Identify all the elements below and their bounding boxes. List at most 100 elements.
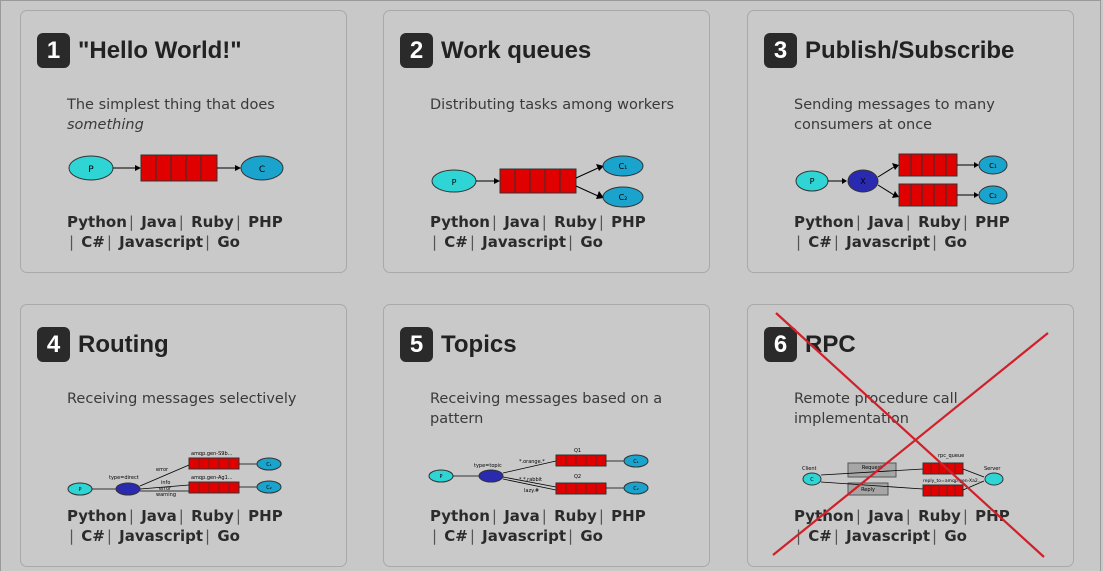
link-ruby[interactable]: Ruby [554, 213, 597, 231]
link-python[interactable]: Python [794, 507, 854, 525]
link-python[interactable]: Python [67, 213, 127, 231]
link-ruby[interactable]: Ruby [191, 507, 234, 525]
consumer-label: C₂ [989, 192, 997, 200]
queue-shape [140, 154, 218, 182]
tutorial-card-publish-subscribe[interactable]: 3 Publish/Subscribe Sending messages to … [747, 10, 1074, 273]
link-php[interactable]: PHP [611, 507, 646, 525]
link-java[interactable]: Java [141, 507, 177, 525]
queue-name-label: amqp.gen-S9b... [191, 451, 233, 457]
language-links: Python| Java| Ruby| PHP | C#| Javascript… [67, 213, 283, 251]
queue-shape [898, 183, 958, 207]
card-title[interactable]: 3 Publish/Subscribe [764, 33, 1014, 68]
link-java[interactable]: Java [141, 213, 177, 231]
link-javascript[interactable]: Javascript [482, 233, 567, 251]
exchange-node [115, 482, 141, 496]
link-ruby[interactable]: Ruby [191, 213, 234, 231]
server-node [984, 472, 1004, 486]
tutorial-description: Distributing tasks among workers [430, 97, 675, 113]
link-go[interactable]: Go [580, 527, 603, 545]
link-javascript[interactable]: Javascript [119, 527, 204, 545]
link-php[interactable]: PHP [975, 507, 1010, 525]
language-links: Python| Java| Ruby| PHP | C#| Javascript… [794, 213, 1010, 251]
consumer-node [623, 481, 649, 495]
tutorial-title[interactable]: RPC [805, 330, 856, 358]
link-ruby[interactable]: Ruby [918, 507, 961, 525]
consumer-label: C₂ [619, 193, 628, 202]
link-csharp[interactable]: C# [444, 233, 468, 251]
link-go[interactable]: Go [944, 527, 967, 545]
link-javascript[interactable]: Javascript [846, 233, 931, 251]
queue-name-label: rpc_queue [938, 453, 964, 459]
link-ruby[interactable]: Ruby [554, 507, 597, 525]
link-java[interactable]: Java [504, 213, 540, 231]
link-javascript[interactable]: Javascript [482, 527, 567, 545]
link-go[interactable]: Go [580, 233, 603, 251]
queue-name-label: Q1 [574, 448, 581, 454]
server-label: Server [984, 466, 1001, 472]
tutorial-number-badge: 3 [764, 33, 797, 68]
queue-shape [898, 153, 958, 177]
queue-shape [188, 481, 240, 494]
card-title[interactable]: 5 Topics [400, 327, 517, 362]
consumer-label: C [259, 165, 265, 175]
tutorial-card-topics[interactable]: 5 Topics Receiving messages based on a p… [383, 304, 710, 567]
tutorial-card-work-queues[interactable]: 2 Work queues Distributing tasks among w… [383, 10, 710, 273]
link-csharp[interactable]: C# [444, 527, 468, 545]
tutorial-card-hello-world[interactable]: 1 "Hello World!" The simplest thing that… [20, 10, 347, 273]
queue-shape [499, 168, 577, 194]
tutorial-title[interactable]: Routing [78, 330, 169, 358]
exchange-type-label: type=topic [474, 463, 502, 469]
link-java[interactable]: Java [504, 507, 540, 525]
producer-label: P [439, 474, 442, 480]
binding-label: error [156, 467, 169, 473]
consumer-label: C₁ [619, 162, 628, 171]
tutorial-number-badge: 2 [400, 33, 433, 68]
tutorial-card-routing[interactable]: 4 Routing Receiving messages selectively… [20, 304, 347, 567]
card-title[interactable]: 1 "Hello World!" [37, 33, 242, 68]
tutorial-description: Receiving messages based on a pattern [430, 391, 663, 427]
link-python[interactable]: Python [430, 213, 490, 231]
link-python[interactable]: Python [794, 213, 854, 231]
link-php[interactable]: PHP [975, 213, 1010, 231]
card-title[interactable]: 2 Work queues [400, 33, 591, 68]
tutorial-title[interactable]: Publish/Subscribe [805, 36, 1015, 64]
description-text: The simplest thing that does [67, 97, 275, 113]
request-label: Request [862, 465, 882, 471]
link-csharp[interactable]: C# [81, 233, 105, 251]
link-python[interactable]: Python [430, 507, 490, 525]
link-java[interactable]: Java [868, 213, 904, 231]
link-java[interactable]: Java [868, 507, 904, 525]
tutorial-description: Receiving messages selectively [67, 391, 297, 407]
client-label: Client [802, 466, 817, 472]
link-csharp[interactable]: C# [808, 233, 832, 251]
tutorial-number-badge: 5 [400, 327, 433, 362]
link-go[interactable]: Go [217, 527, 240, 545]
consumer-label: C₁ [633, 459, 639, 465]
consumer-node [623, 454, 649, 468]
link-csharp[interactable]: C# [81, 527, 105, 545]
queue-name-label: Q2 [574, 474, 581, 480]
binding-label: warning [156, 492, 176, 498]
link-csharp[interactable]: C# [808, 527, 832, 545]
card-title[interactable]: 4 Routing [37, 327, 169, 362]
link-php[interactable]: PHP [611, 213, 646, 231]
link-php[interactable]: PHP [248, 507, 283, 525]
card-title[interactable]: 6 RPC [764, 327, 856, 362]
queue-shape [922, 484, 964, 497]
link-javascript[interactable]: Javascript [119, 233, 204, 251]
tutorial-title[interactable]: Topics [441, 330, 517, 358]
link-python[interactable]: Python [67, 507, 127, 525]
link-javascript[interactable]: Javascript [846, 527, 931, 545]
link-go[interactable]: Go [944, 233, 967, 251]
tutorial-card-rpc[interactable]: 6 RPC Remote procedure call implementati… [747, 304, 1074, 567]
tutorial-title[interactable]: Work queues [441, 36, 592, 64]
link-php[interactable]: PHP [248, 213, 283, 231]
tutorial-number-badge: 6 [764, 327, 797, 362]
consumer-label: C₂ [266, 485, 272, 491]
link-go[interactable]: Go [217, 233, 240, 251]
consumer-label: C₁ [989, 162, 997, 170]
language-links: Python| Java| Ruby| PHP | C#| Javascript… [794, 507, 1010, 545]
link-ruby[interactable]: Ruby [918, 213, 961, 231]
tutorial-title[interactable]: "Hello World!" [78, 36, 242, 64]
